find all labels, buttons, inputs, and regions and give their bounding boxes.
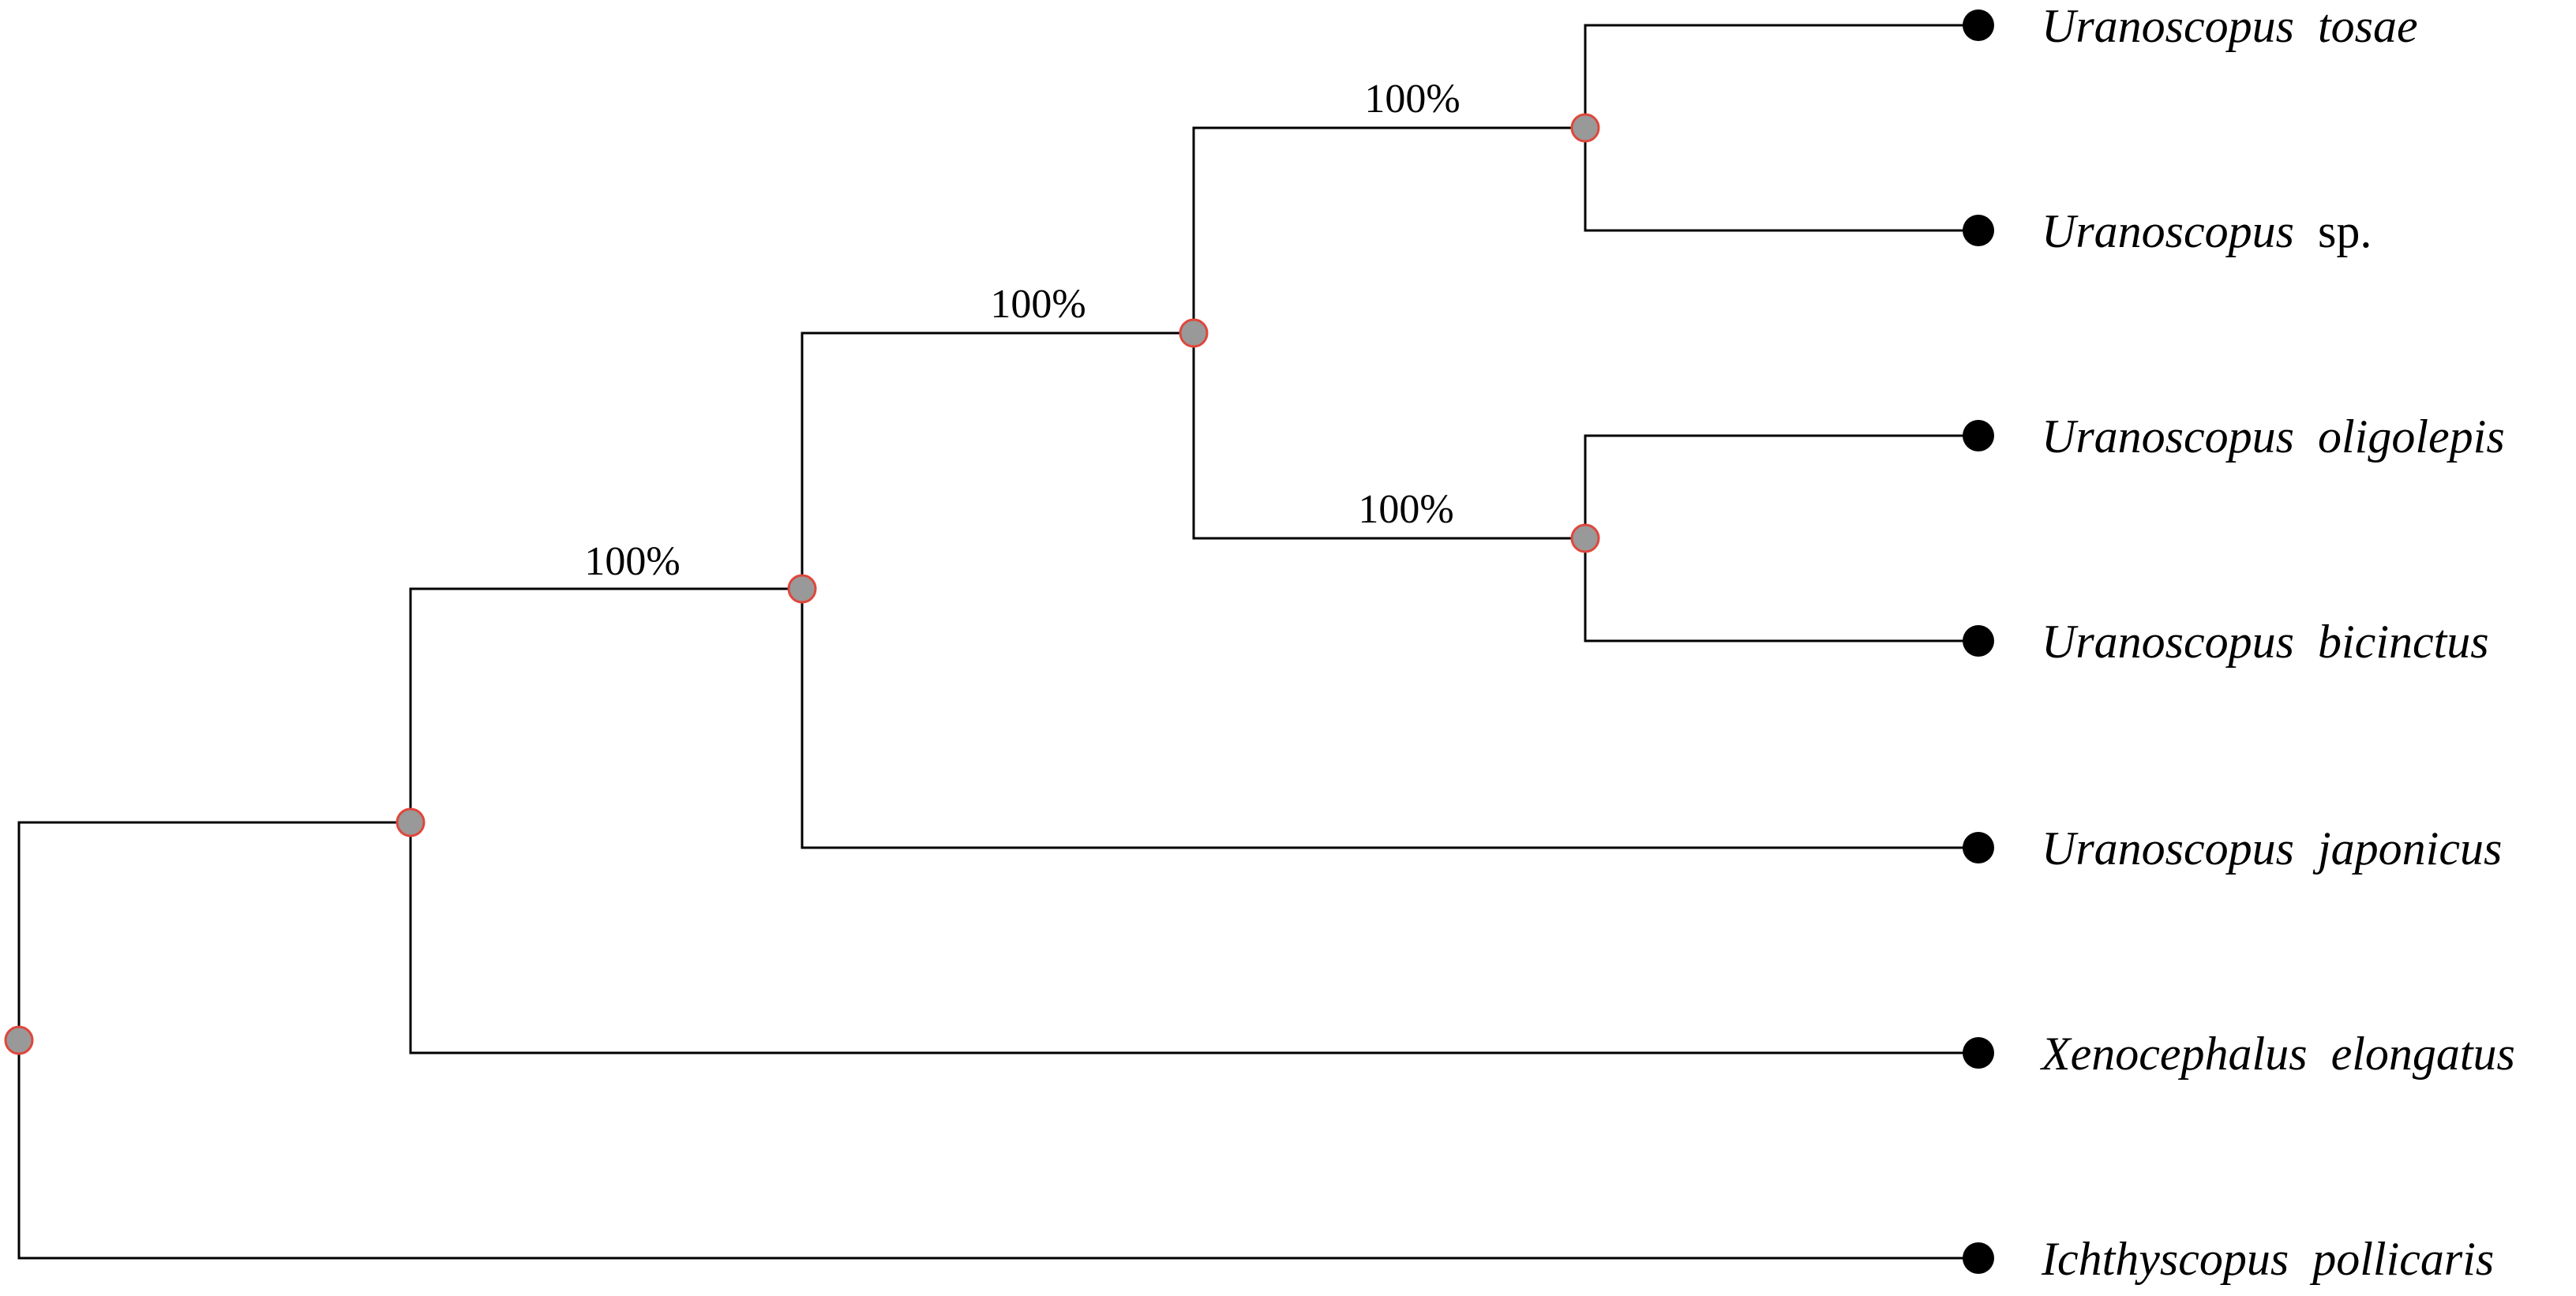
tip-node (1963, 1037, 1994, 1069)
branch-uranoscopus (801, 331, 1980, 849)
internal-node-uranoscopus (787, 574, 817, 604)
tip-node (1963, 625, 1994, 657)
taxon-label: Uranoscopus japonicus (2042, 822, 2502, 875)
tip-node (1963, 420, 1994, 451)
taxon-genus: Uranoscopus (2042, 410, 2294, 463)
branch-uranoscopus-core (1192, 126, 1587, 540)
taxon-genus: Uranoscopus (2042, 616, 2294, 668)
taxon-qualifier: sp. (2306, 205, 2372, 257)
support-label: 100% (584, 539, 680, 584)
support-label: 100% (1358, 487, 1453, 532)
taxon-genus: Uranoscopus (2042, 822, 2294, 875)
tip-node (1963, 832, 1994, 863)
branch-tosae-sp (1584, 24, 1980, 232)
taxon-label: Xenocephalus elongatus (2040, 1028, 2515, 1080)
taxon-genus: Ichthyscopus (2041, 1233, 2289, 1285)
taxon-genus: Uranoscopus (2042, 205, 2294, 257)
branch-root (17, 821, 1980, 1260)
internal-node-tosae-sp (1570, 113, 1600, 143)
taxon-epithet: tosae (2306, 0, 2418, 52)
taxon-label: Uranoscopus oligolepis (2042, 410, 2505, 463)
internal-node-oligolepis-bicinctus (1570, 523, 1600, 553)
taxon-label: Uranoscopus bicinctus (2042, 616, 2489, 668)
tip-node (1963, 215, 1994, 246)
taxon-epithet: bicinctus (2306, 616, 2489, 668)
taxon-epithet: elongatus (2319, 1028, 2515, 1080)
internal-node-root (4, 1025, 34, 1055)
internal-node-uranoscopus-core (1179, 318, 1209, 348)
tip-node (1963, 1242, 1994, 1274)
branch-xeno-urano (409, 587, 1980, 1054)
taxon-genus: Xenocephalus (2040, 1028, 2308, 1080)
taxon-label: Uranoscopus sp. (2042, 205, 2372, 257)
taxon-epithet: pollicaris (2300, 1233, 2494, 1285)
taxon-label: Uranoscopus tosae (2042, 0, 2418, 52)
taxon-label: Ichthyscopus pollicaris (2041, 1233, 2494, 1285)
taxon-epithet: japonicus (2306, 822, 2502, 875)
taxon-genus: Uranoscopus (2042, 0, 2294, 52)
internal-node-xeno-urano (396, 807, 426, 837)
support-label: 100% (990, 282, 1086, 327)
support-label: 100% (1364, 77, 1460, 122)
tip-node (1963, 9, 1994, 41)
taxon-epithet: oligolepis (2306, 410, 2505, 463)
branch-oligolepis-bicinctus (1584, 434, 1980, 642)
